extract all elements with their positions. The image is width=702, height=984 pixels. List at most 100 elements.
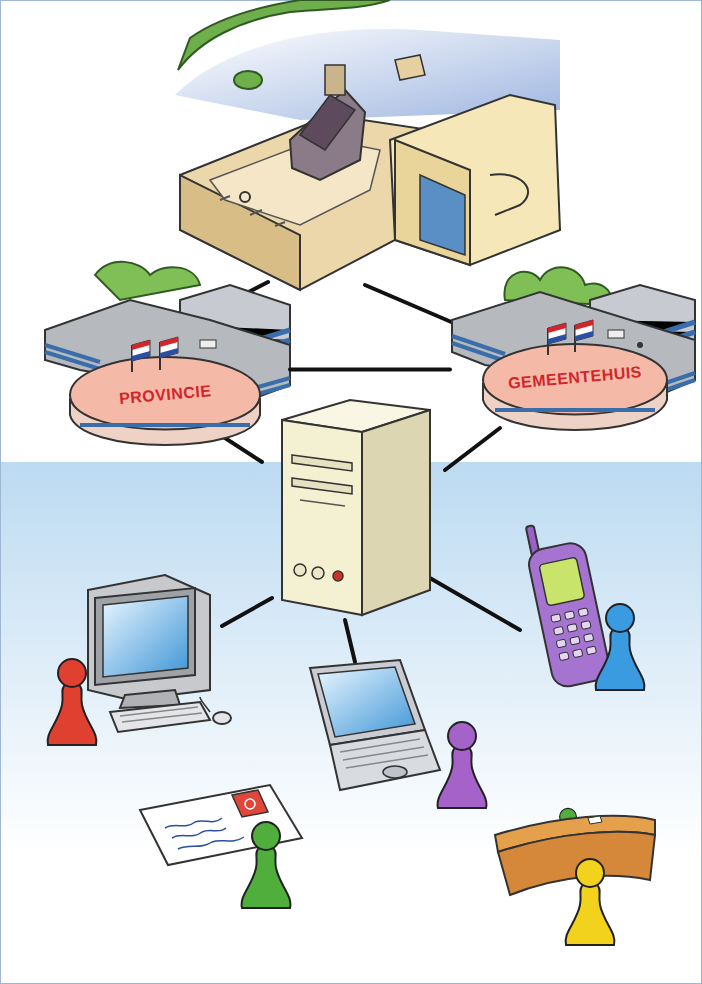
mobile-phone-part-part [573,649,583,658]
letter-envelope-part [232,790,268,817]
person-pawn [566,859,615,945]
server-tower-part [333,571,343,581]
desktop-computer [88,575,231,732]
mobile-phone-part-part [584,633,594,642]
letter-envelope-part [165,818,222,828]
server-tower-part [312,567,324,579]
service-desk-part [498,832,655,895]
parliament-complex-part [395,140,470,265]
mobile-phone-part-part [564,611,574,620]
provincie-building-part [132,340,150,361]
gemeentehuis-building-part [575,331,593,341]
laptop [310,660,440,790]
server-tower [282,400,430,615]
letter-envelope-part [172,828,226,838]
mobile-phone-part-part [581,621,591,630]
building-label: GEMEENTEHUIS [507,363,642,392]
network-lines-part [445,428,500,470]
laptop-part [340,739,428,768]
desktop-computer-part [120,707,202,722]
parliament-complex-part [240,192,250,202]
parliament-complex-part [220,196,285,226]
provincie-building-part [160,348,178,358]
gemeentehuis-building-part [495,408,655,412]
network-lines-part [345,620,355,662]
parliament-complex-part [325,65,345,95]
parliament-complex-part [395,55,425,80]
parliament-complex-part [300,95,355,150]
mobile-phone-part [551,608,597,661]
building-node: GEMEENTEHUIS [450,285,695,450]
provincie-building-part [160,337,178,358]
letter-envelope-part [245,799,255,809]
parliament-complex-part [390,95,560,265]
building-node: PROVINCIE [45,285,290,450]
mobile-phone-part-part [567,624,577,633]
provincie-building-part [132,340,150,350]
desktop-computer-part [200,697,210,712]
person-pawn [438,722,487,808]
building-label: PROVINCIE [118,382,212,408]
gemeentehuis-building-part [608,330,624,338]
desktop-computer-part [103,596,188,677]
letter-envelope-part [178,837,244,849]
person-pawn [242,822,291,908]
gemeentehuis-building-part [548,334,566,344]
provincie-building-part [95,262,200,300]
gemeentehuis-building-part [548,323,566,344]
letter-envelope [140,785,302,865]
desktop-computer-part [110,702,210,732]
gemeentehuis-building-part [452,336,505,361]
desktop-computer-part [213,712,231,724]
parliament-complex-part [490,174,528,215]
parliament-complex-part [234,71,262,89]
server-tower-part [292,455,352,471]
mobile-phone-part-part [586,646,596,655]
network-connector-line [290,368,450,372]
provincie-building-part [200,340,216,348]
mobile-phone-part-part [556,639,566,648]
mobile-phone-part [526,540,612,689]
parliament-complex-part [178,0,390,70]
mobile-phone-part-part [553,626,563,635]
provincie-building-part [132,351,150,361]
provincie-building [45,262,290,445]
provincie-building-part [45,345,100,369]
parliament-complex-part [420,175,465,255]
mobile-phone-part-part [551,614,561,623]
laptop-part [383,766,407,778]
server-tower-part [282,420,362,615]
mobile-phone-part-part [578,608,588,617]
desktop-computer-part [88,575,210,700]
laptop-part [318,667,415,737]
gemeentehuis-building-part [575,320,593,330]
provincie-building-part [70,398,260,445]
gemeentehuis-building [452,267,695,430]
server-tower-part [294,564,306,576]
network-lines-part [416,570,520,630]
desktop-computer-part [95,588,195,685]
provincie-building-part [160,337,178,347]
service-desk-part [588,816,602,824]
mobile-phone-part [539,557,585,606]
server-tower-part [292,478,352,494]
mobile-phone-part-part [559,652,569,661]
server-tower-part [362,410,430,615]
provincie-building-part [80,423,250,427]
network-connector [290,369,450,370]
person-pawn [596,604,645,690]
parliament-complex [175,0,560,290]
gemeentehuis-building-part [575,320,593,341]
network-lines-part [222,598,272,626]
service-desk [495,816,655,895]
gemeentehuis-building-part [637,342,643,348]
gemeentehuis-building-part [548,323,566,333]
letter-envelope-part [140,785,302,865]
mobile-phone-part-part [570,636,580,645]
mobile-phone [521,516,612,689]
person-pawn [48,659,97,745]
